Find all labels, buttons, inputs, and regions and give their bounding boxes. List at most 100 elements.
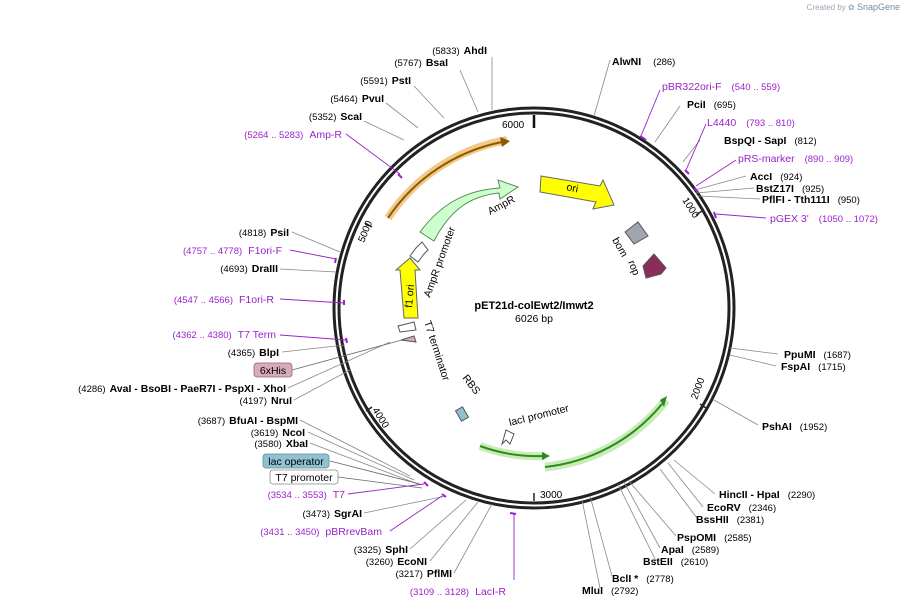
primer-pos: (4757 .. 4778) xyxy=(183,246,242,257)
enzyme-fspai: FspAI xyxy=(781,361,810,373)
svg-text:(3473)SgrAI: (3473)SgrAI xyxy=(303,508,363,520)
primer-pos: (890 .. 909) xyxy=(805,154,854,165)
enzyme-pos: (3260) xyxy=(366,557,393,568)
tick-3000: 3000 xyxy=(540,490,563,501)
laci-promoter-label: lacI promoter xyxy=(508,402,571,429)
enzyme-blpi: BlpI xyxy=(259,347,279,359)
enzyme-pflmi: PflMI xyxy=(427,568,452,580)
created-by-text: Created by xyxy=(806,3,846,12)
svg-text:BclI *(2778): BclI *(2778) xyxy=(612,573,674,585)
snapgene-brand: Created by ✿ SnapGene xyxy=(807,2,900,12)
enzyme-pos: (2610) xyxy=(681,557,708,568)
svg-text:AccI(924): AccI (924) xyxy=(750,171,802,183)
bom-feature xyxy=(624,221,649,245)
enzyme-apai: ApaI xyxy=(661,544,684,556)
plasmid-name: pET21d-colEwt2/Imwt2 xyxy=(474,300,593,312)
svg-text:(3431 .. 3450)pBRrevBam: (3431 .. 3450)pBRrevBam xyxy=(260,526,382,538)
svg-text:(4818)PsiI: (4818)PsiI xyxy=(239,227,289,239)
primer-pos: (3109 .. 3128) xyxy=(410,587,469,598)
svg-text:(3687)BfuAI - BspMI: (3687)BfuAI - BspMI xyxy=(198,415,298,427)
enzyme-pos: (695) xyxy=(714,100,736,111)
enzyme-scai: ScaI xyxy=(340,111,362,123)
svg-text:(5833)AhdI: (5833)AhdI xyxy=(432,45,487,57)
enzyme-pspomi: PspOMI xyxy=(677,532,716,544)
primer-f1ori-r: F1ori-R xyxy=(239,294,274,306)
svg-text:BssHII(2381): BssHII(2381) xyxy=(696,514,764,526)
svg-text:BstZ17I(925): BstZ17I(925) xyxy=(756,183,824,195)
enzyme-alwni: AlwNI xyxy=(612,56,641,68)
enzyme-pos: (2778) xyxy=(646,574,673,585)
enzyme-pos: (812) xyxy=(794,136,816,147)
svg-text:pGEX 3'(1050 .. 1072): pGEX 3' (1050 .. 1072) xyxy=(770,213,878,225)
box-t7-promoter-label: T7 promoter xyxy=(275,472,333,484)
enzyme-pos: (1952) xyxy=(800,422,827,433)
svg-text:(4286)AvaI - BsoBI - PaeR7: (4286)AvaI - BsoBI - PaeR7I - PspXI - Xh… xyxy=(78,383,286,395)
svg-text:(5767)BsaI: (5767)BsaI xyxy=(394,57,448,69)
box-lac-operator: lac operator xyxy=(262,453,330,469)
svg-text:BspQI - SapI(812): BspQI - SapI(812) xyxy=(724,135,817,147)
svg-text:(3580)XbaI: (3580)XbaI xyxy=(254,438,308,450)
snapgene-logo-icon: ✿ xyxy=(848,3,855,12)
enzyme-pos: (4197) xyxy=(240,396,267,407)
enzyme-pos: (286) xyxy=(653,57,675,68)
enzyme-hincii-hpai: HincII - HpaI xyxy=(719,489,780,501)
primer-f1ori-f: F1ori-F xyxy=(248,245,282,257)
primer-pbr322ori-f: pBR322ori-F xyxy=(662,81,722,93)
ori-label: ori xyxy=(565,181,579,195)
svg-text:PspOMI(2585): PspOMI(2585) xyxy=(677,532,752,544)
primer-pos: (4547 .. 4566) xyxy=(174,295,233,306)
svg-text:PflFI - Tth111I(950): PflFI - Tth111I(950) xyxy=(762,194,860,206)
enzyme-pos: (2290) xyxy=(788,490,815,501)
enzyme-acci: AccI xyxy=(750,171,772,183)
svg-text:(4757 .. 4778)F1ori-F: (4757 .. 4778) F1ori-F xyxy=(183,245,282,257)
primer-pos: (540 .. 559) xyxy=(732,82,781,93)
primer-pbrrevbam: pBRrevBam xyxy=(325,526,382,538)
svg-text:FspAI(1715): FspAI (1715) xyxy=(781,361,846,373)
box-lac-operator-label: lac operator xyxy=(268,456,324,468)
enzyme-pos: (2792) xyxy=(611,586,638,597)
svg-text:MluI(2792): MluI(2792) xyxy=(582,585,638,597)
svg-text:(3325)SphI: (3325) SphI xyxy=(354,544,408,556)
enzyme-sphi: SphI xyxy=(385,544,408,556)
enzyme-pos: (3325) xyxy=(354,545,381,556)
enzyme-pos: (4286) xyxy=(78,384,105,395)
enzyme-bsteii: BstEII xyxy=(643,556,673,568)
enzyme-pos: (5464) xyxy=(330,94,357,105)
svg-text:(5591)PstI: (5591)PstI xyxy=(360,75,411,87)
enzyme-pos: (1715) xyxy=(818,362,845,373)
svg-text:(5264 .. 5283)Amp-R: (5264 .. 5283)Amp-R xyxy=(244,129,342,141)
enzyme-ppumi: PpuMI xyxy=(784,349,816,361)
enzyme-econi: EcoNI xyxy=(397,556,427,568)
rop-feature xyxy=(642,253,667,279)
enzyme-bsshii: BssHII xyxy=(696,514,729,526)
rbs-label: RBS xyxy=(460,372,483,396)
enzyme-pshai: PshAI xyxy=(762,421,792,433)
svg-text:(4197)NruI: (4197)NruI xyxy=(240,395,293,407)
box-6xhis-label: 6xHis xyxy=(260,365,286,377)
enzyme-pos: (924) xyxy=(780,172,802,183)
brand-name: SnapGene xyxy=(856,2,900,12)
svg-text:(4693)DraIII: (4693)DraIII xyxy=(220,263,278,275)
svg-text:(3217)PflMI: (3217)PflMI xyxy=(395,568,452,580)
primer-pos: (793 .. 810) xyxy=(746,118,795,129)
enzyme-pos: (2589) xyxy=(692,545,719,556)
svg-text:BstEII(2610): BstEII (2610) xyxy=(643,556,708,568)
enzyme-pos: (5767) xyxy=(394,58,421,69)
f1-ori-label: f1 ori xyxy=(403,284,417,308)
primer-pos: (3534 .. 3553) xyxy=(268,490,327,501)
svg-text:pBR322ori-F(540 .. 559): pBR322ori-F (540 .. 559) xyxy=(662,81,780,93)
enzyme-psti: PstI xyxy=(392,75,411,87)
tick-2000: 2000 xyxy=(689,376,707,401)
enzyme-pos: (4818) xyxy=(239,228,266,239)
backbone-circle-outer xyxy=(332,106,736,510)
primer-pgex-3: pGEX 3' xyxy=(770,213,809,225)
svg-text:EcoRV(2346): EcoRV(2346) xyxy=(707,502,776,514)
box-6xhis: 6xHis xyxy=(253,362,293,378)
enzyme-pos: (4693) xyxy=(220,264,247,275)
f1-ori-feature xyxy=(394,257,422,319)
ampr-feature xyxy=(419,179,520,242)
primer-pos: (1050 .. 1072) xyxy=(819,214,878,225)
enzyme-pvui: PvuI xyxy=(362,93,384,105)
svg-text:ApaI(2589): ApaI (2589) xyxy=(661,544,719,556)
